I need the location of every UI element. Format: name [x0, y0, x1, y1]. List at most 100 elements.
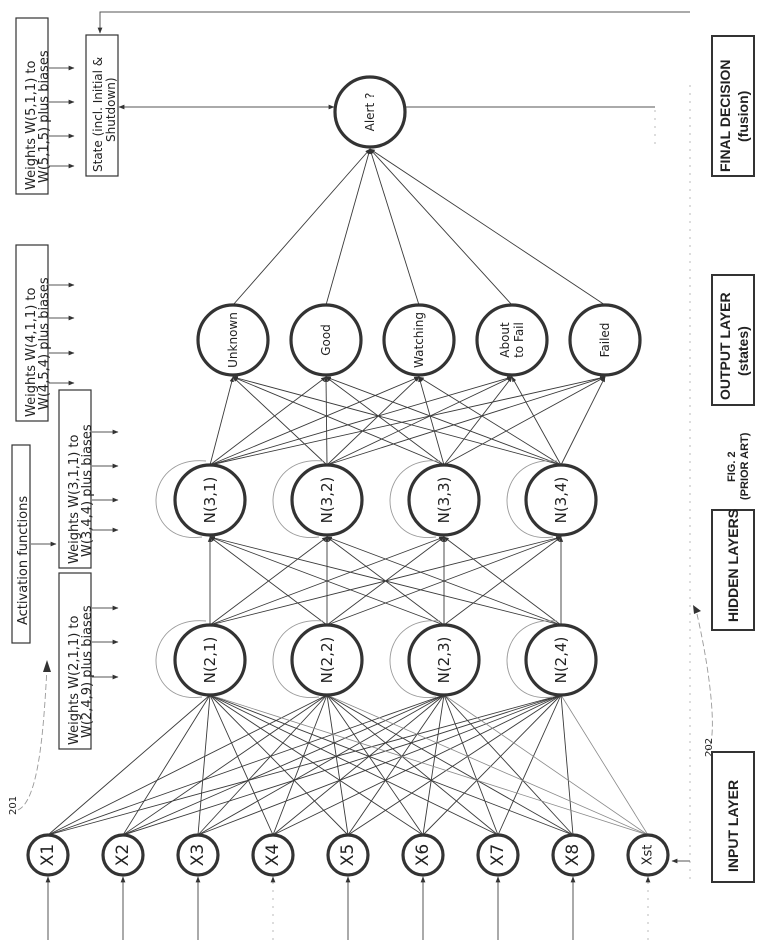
output-layer-line2: (states): [735, 326, 751, 376]
input-node-x7-circle: [476, 833, 520, 877]
hidden2-node-3-circle: [407, 623, 481, 697]
input-node-x3: X3: [176, 833, 220, 877]
input-node-x5: X5: [326, 833, 370, 877]
hidden2-node-1: N(2,1): [173, 623, 247, 697]
edge-output-alert: [369, 148, 513, 306]
edge-input-hidden2: [209, 694, 424, 836]
alert-node: Alert ?: [333, 75, 407, 149]
edge-input-hidden2: [326, 694, 499, 836]
output-layer-line1: OUTPUT LAYER: [717, 292, 733, 400]
input-node-x3-circle: [176, 833, 220, 877]
weights2-box: Weights W(2,1,1) to W(2,4,9) plus biases: [58, 572, 95, 750]
edge-input-hidden2: [422, 694, 445, 836]
alert-node-label: Alert ?: [363, 93, 377, 132]
recurrent-loop: [389, 620, 441, 698]
edge-input-hidden2: [347, 694, 562, 836]
edge-input-hidden2: [272, 694, 328, 836]
edge-hidden3-output: [325, 376, 445, 466]
edge-hidden3-output: [418, 376, 562, 466]
hidden3-node-4-label: N(3,4): [552, 477, 570, 524]
recurrent-loop: [506, 620, 558, 698]
weights4-arrows: [49, 282, 75, 386]
edge-input-hidden2: [443, 694, 649, 836]
input-node-x6: X6: [401, 833, 445, 877]
edge-input-hidden2: [326, 694, 649, 836]
weights5-line1: Weights W(5,1,1) to: [24, 60, 39, 190]
edge-input-hidden2: [47, 694, 445, 836]
hidden3-node-1-label: N(3,1): [201, 477, 219, 524]
activation-box: Activation functions: [11, 444, 57, 644]
weights2-arrows: [92, 605, 119, 680]
hidden3-node-2-label: N(3,2): [318, 477, 336, 524]
edge-input-hidden2: [560, 694, 649, 836]
hidden2-node-4-label: N(2,4): [552, 637, 570, 684]
weights3-box: Weights W(3,1,1) to W(3,4,4) plus biases: [58, 389, 95, 569]
edge-input-hidden2: [326, 694, 349, 836]
edge-hidden3-output: [326, 376, 420, 466]
ref-201: 201: [8, 660, 51, 815]
output-node-watching-circle: [382, 303, 456, 377]
edge-hidden3-output: [209, 376, 513, 466]
edge-input-hidden2: [326, 694, 574, 836]
hidden3-node-1: N(3,1): [173, 463, 247, 537]
recurrent-loops: [155, 460, 558, 698]
input-node-x8-circle: [551, 833, 595, 877]
edge-hidden3-output: [443, 376, 513, 466]
hidden2-node-3: N(2,3): [407, 623, 481, 697]
input-node-x7-label: X7: [488, 844, 508, 866]
output-node-about-to-fail-label: to Fail: [512, 322, 526, 358]
fig-title: FIG. 2: [726, 451, 738, 482]
input-layer-label: INPUT LAYER: [711, 751, 755, 883]
edge-input-hidden2: [197, 694, 562, 836]
weights5-arrows: [49, 65, 75, 169]
output-node-good: Good: [289, 303, 363, 377]
output-layer-label: OUTPUT LAYER (states): [711, 274, 755, 406]
edge-hidden3-output: [232, 376, 445, 466]
edge-input-hidden2: [122, 694, 562, 836]
hidden3-node-2-circle: [290, 463, 364, 537]
edge-input-hidden2: [209, 694, 349, 836]
edge-hidden3-output: [209, 376, 327, 466]
weights2-line1: Weights W(2,1,1) to: [67, 615, 82, 745]
output-node-good-label: Good: [319, 324, 333, 356]
edge-hidden2-hidden3: [209, 536, 445, 626]
input-node-x5-label: X5: [338, 844, 358, 866]
edge-input-hidden2: [197, 694, 328, 836]
edge-hidden3-output: [326, 376, 513, 466]
hidden3-node-1-circle: [173, 463, 247, 537]
edge-input-hidden2: [122, 694, 211, 836]
input-node-x5-circle: [326, 833, 370, 877]
fig-caption: FIG. 2 (PRIOR ART): [726, 432, 751, 500]
weights5-box: Weights W(5,1,1) to W(5,1,5) plus biases: [15, 17, 52, 195]
input-node-x3-label: X3: [188, 844, 208, 866]
alert-node-circle: [333, 75, 407, 149]
edge-hidden2-hidden3: [209, 536, 562, 626]
hidden3-node-2: N(3,2): [290, 463, 364, 537]
weights5-line2: W(5,1,5) plus biases: [37, 50, 52, 183]
input-node-x1: X1: [26, 833, 70, 877]
weights4-box: Weights W(4,1,1) to W(4,5,4) plus biases: [15, 244, 52, 422]
output-node-unknown: Unknown: [196, 303, 270, 377]
recurrent-loop: [155, 460, 207, 538]
input-node-x4: X4: [251, 833, 295, 877]
edge-hidden3-output: [209, 376, 234, 466]
input-node-xst-circle: [626, 833, 670, 877]
edge-hidden3-output: [209, 376, 420, 466]
activation-text: Activation functions: [16, 496, 31, 625]
edge-hidden3-output: [560, 376, 606, 466]
weights3-line2: W(3,4,4) plus biases: [80, 424, 95, 557]
final-decision-line1: FINAL DECISION: [717, 59, 733, 172]
hidden2-node-1-circle: [173, 623, 247, 697]
weights3-arrows: [92, 429, 119, 533]
edge-input-hidden2: [209, 694, 499, 836]
edge-hidden2-hidden3: [326, 536, 562, 626]
edge-hidden3-output: [232, 376, 328, 466]
input-node-x8-label: X8: [563, 844, 583, 866]
feedback-line-top: [97, 11, 690, 34]
input-node-x7: X7: [476, 833, 520, 877]
edge-input-hidden2: [197, 694, 445, 836]
recurrent-loop: [272, 620, 324, 698]
output-node-about-to-fail-circle: [475, 303, 549, 377]
edge-hidden2-hidden3: [209, 536, 328, 626]
